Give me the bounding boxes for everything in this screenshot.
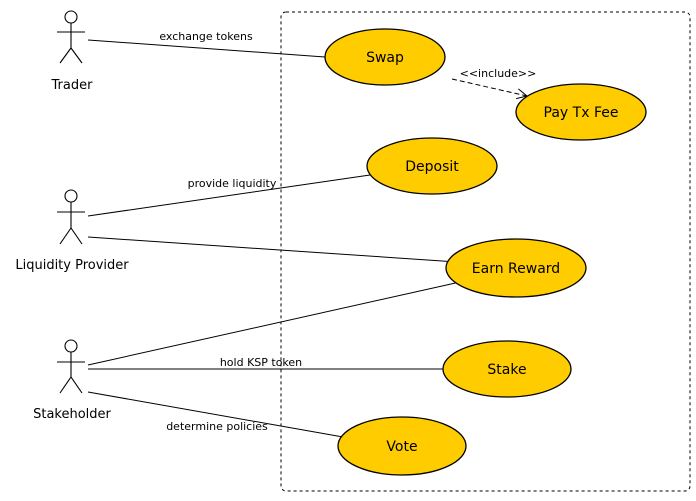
stick-figure-icon <box>57 10 85 64</box>
assoc-stakeholder-earn-reward <box>87 281 461 366</box>
usecase-swap-label: Swap <box>366 50 404 66</box>
edge-label-hold-ksp-token: hold KSP token <box>220 356 302 369</box>
usecase-stake[interactable] <box>442 340 572 398</box>
usecase-swap[interactable] <box>324 28 446 86</box>
usecase-pay-tx-fee-label: Pay Tx Fee <box>544 105 619 121</box>
edge-label-provide-liquidity: provide liquidity <box>188 177 277 190</box>
usecase-stake-label: Stake <box>487 362 526 378</box>
include-swap-pay-tx-fee <box>451 78 527 96</box>
assoc-stakeholder-vote <box>87 391 344 438</box>
actor-liquidity-provider-label: Liquidity Provider <box>15 258 129 273</box>
usecase-deposit[interactable] <box>366 137 498 195</box>
assoc-trader-swap <box>87 39 326 58</box>
stick-figure-icon <box>57 339 85 394</box>
actor-liquidity-provider[interactable]: Liquidity Provider <box>15 189 129 273</box>
system-boundary <box>280 11 691 492</box>
actor-stakeholder[interactable]: Stakeholder <box>33 339 112 422</box>
usecase-vote[interactable] <box>337 416 467 476</box>
actor-trader[interactable]: Trader <box>51 10 94 93</box>
usecase-vote-label: Vote <box>386 439 417 455</box>
edge-label-exchange-tokens: exchange tokens <box>159 30 253 43</box>
usecase-earn-reward[interactable] <box>445 238 587 298</box>
edge-label-determine-policies: determine policies <box>166 420 268 433</box>
usecase-earn-reward-label: Earn Reward <box>472 261 560 277</box>
stick-figure-icon <box>57 189 85 245</box>
usecase-deposit-label: Deposit <box>405 159 459 175</box>
edge-label-include: <<include>> <box>460 67 537 80</box>
assoc-lp-deposit <box>87 174 371 217</box>
actor-stakeholder-label: Stakeholder <box>33 407 111 422</box>
assoc-lp-earn-reward <box>87 236 458 263</box>
actor-trader-label: Trader <box>51 78 94 93</box>
usecase-pay-tx-fee[interactable] <box>515 83 647 141</box>
